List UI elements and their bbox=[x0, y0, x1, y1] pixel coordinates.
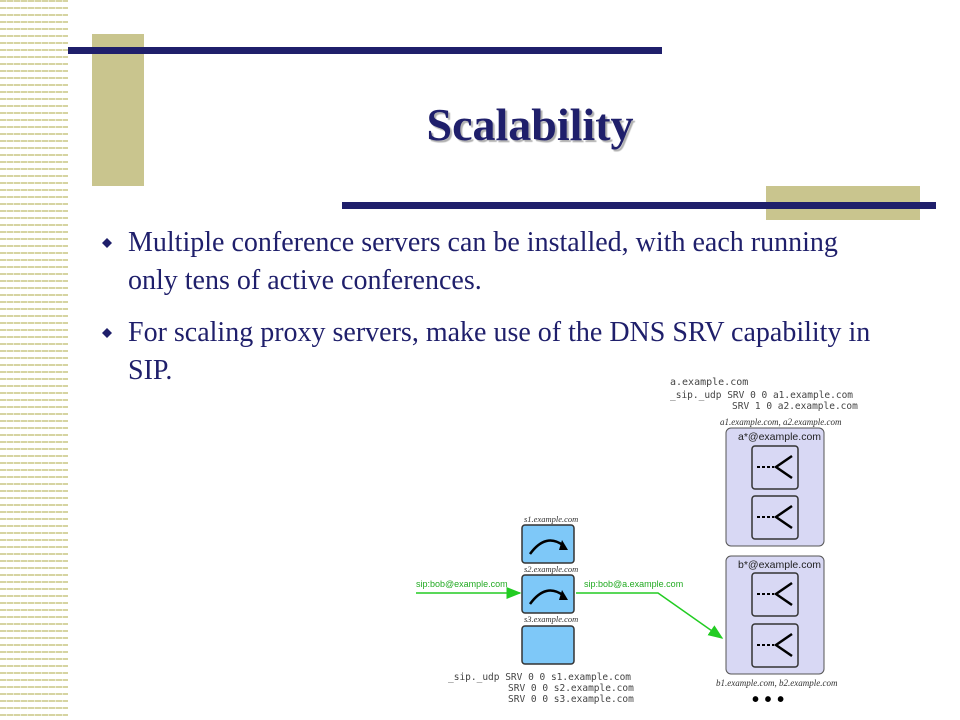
cluster-b-hosts: b1.example.com, b2.example.com bbox=[716, 678, 838, 688]
bullet-list: Multiple conference servers can be insta… bbox=[96, 224, 876, 404]
bullet-item: Multiple conference servers can be insta… bbox=[96, 224, 876, 300]
proxy-s2-label: s2.example.com bbox=[524, 564, 578, 574]
diamond-bullet-icon bbox=[102, 328, 112, 338]
proxy-s1-icon bbox=[521, 524, 575, 564]
proxy-s1-label: s1.example.com bbox=[524, 514, 578, 524]
navy-rule-bottom bbox=[342, 202, 936, 209]
server-b2-icon bbox=[751, 623, 799, 668]
top-record-domain: a.example.com bbox=[670, 377, 748, 388]
bottom-record-line3: SRV 0 0 s3.example.com bbox=[508, 694, 634, 705]
cluster-a-hosts: a1.example.com, a2.example.com bbox=[720, 417, 842, 427]
bullet-text: Multiple conference servers can be insta… bbox=[128, 227, 838, 296]
ellipsis-more-indicator: • • • bbox=[752, 689, 784, 711]
left-stripe-decoration bbox=[0, 0, 68, 720]
server-a1-icon bbox=[751, 445, 799, 490]
bullet-item: For scaling proxy servers, make use of t… bbox=[96, 314, 876, 390]
slide-title: Scalability bbox=[426, 99, 634, 150]
server-a2-icon bbox=[751, 495, 799, 540]
bottom-record-line1: _sip._udp SRV 0 0 s1.example.com bbox=[448, 672, 631, 683]
cluster-a-label: a*@example.com bbox=[738, 431, 821, 443]
top-record-line2: SRV 1 0 a2.example.com bbox=[732, 401, 858, 412]
bullet-text: For scaling proxy servers, make use of t… bbox=[128, 317, 871, 386]
outgoing-arrow bbox=[576, 592, 724, 639]
navy-rule-top bbox=[68, 47, 662, 54]
proxy-s3-icon bbox=[521, 625, 575, 665]
proxy-s2-icon bbox=[521, 574, 575, 614]
proxy-s3-label: s3.example.com bbox=[524, 614, 578, 624]
cluster-b-label: b*@example.com bbox=[738, 559, 821, 571]
bottom-record-line2: SRV 0 0 s2.example.com bbox=[508, 683, 634, 694]
dns-srv-diagram: a.example.com _sip._udp SRV 0 0 a1.examp… bbox=[416, 377, 858, 711]
diamond-bullet-icon bbox=[102, 238, 112, 248]
olive-block-left bbox=[92, 34, 144, 186]
top-record-line1: _sip._udp SRV 0 0 a1.example.com bbox=[670, 390, 853, 401]
outgoing-request-label: sip:bob@a.example.com bbox=[584, 579, 683, 589]
incoming-request-label: sip:bob@example.com bbox=[416, 579, 508, 589]
server-b1-icon bbox=[751, 572, 799, 617]
